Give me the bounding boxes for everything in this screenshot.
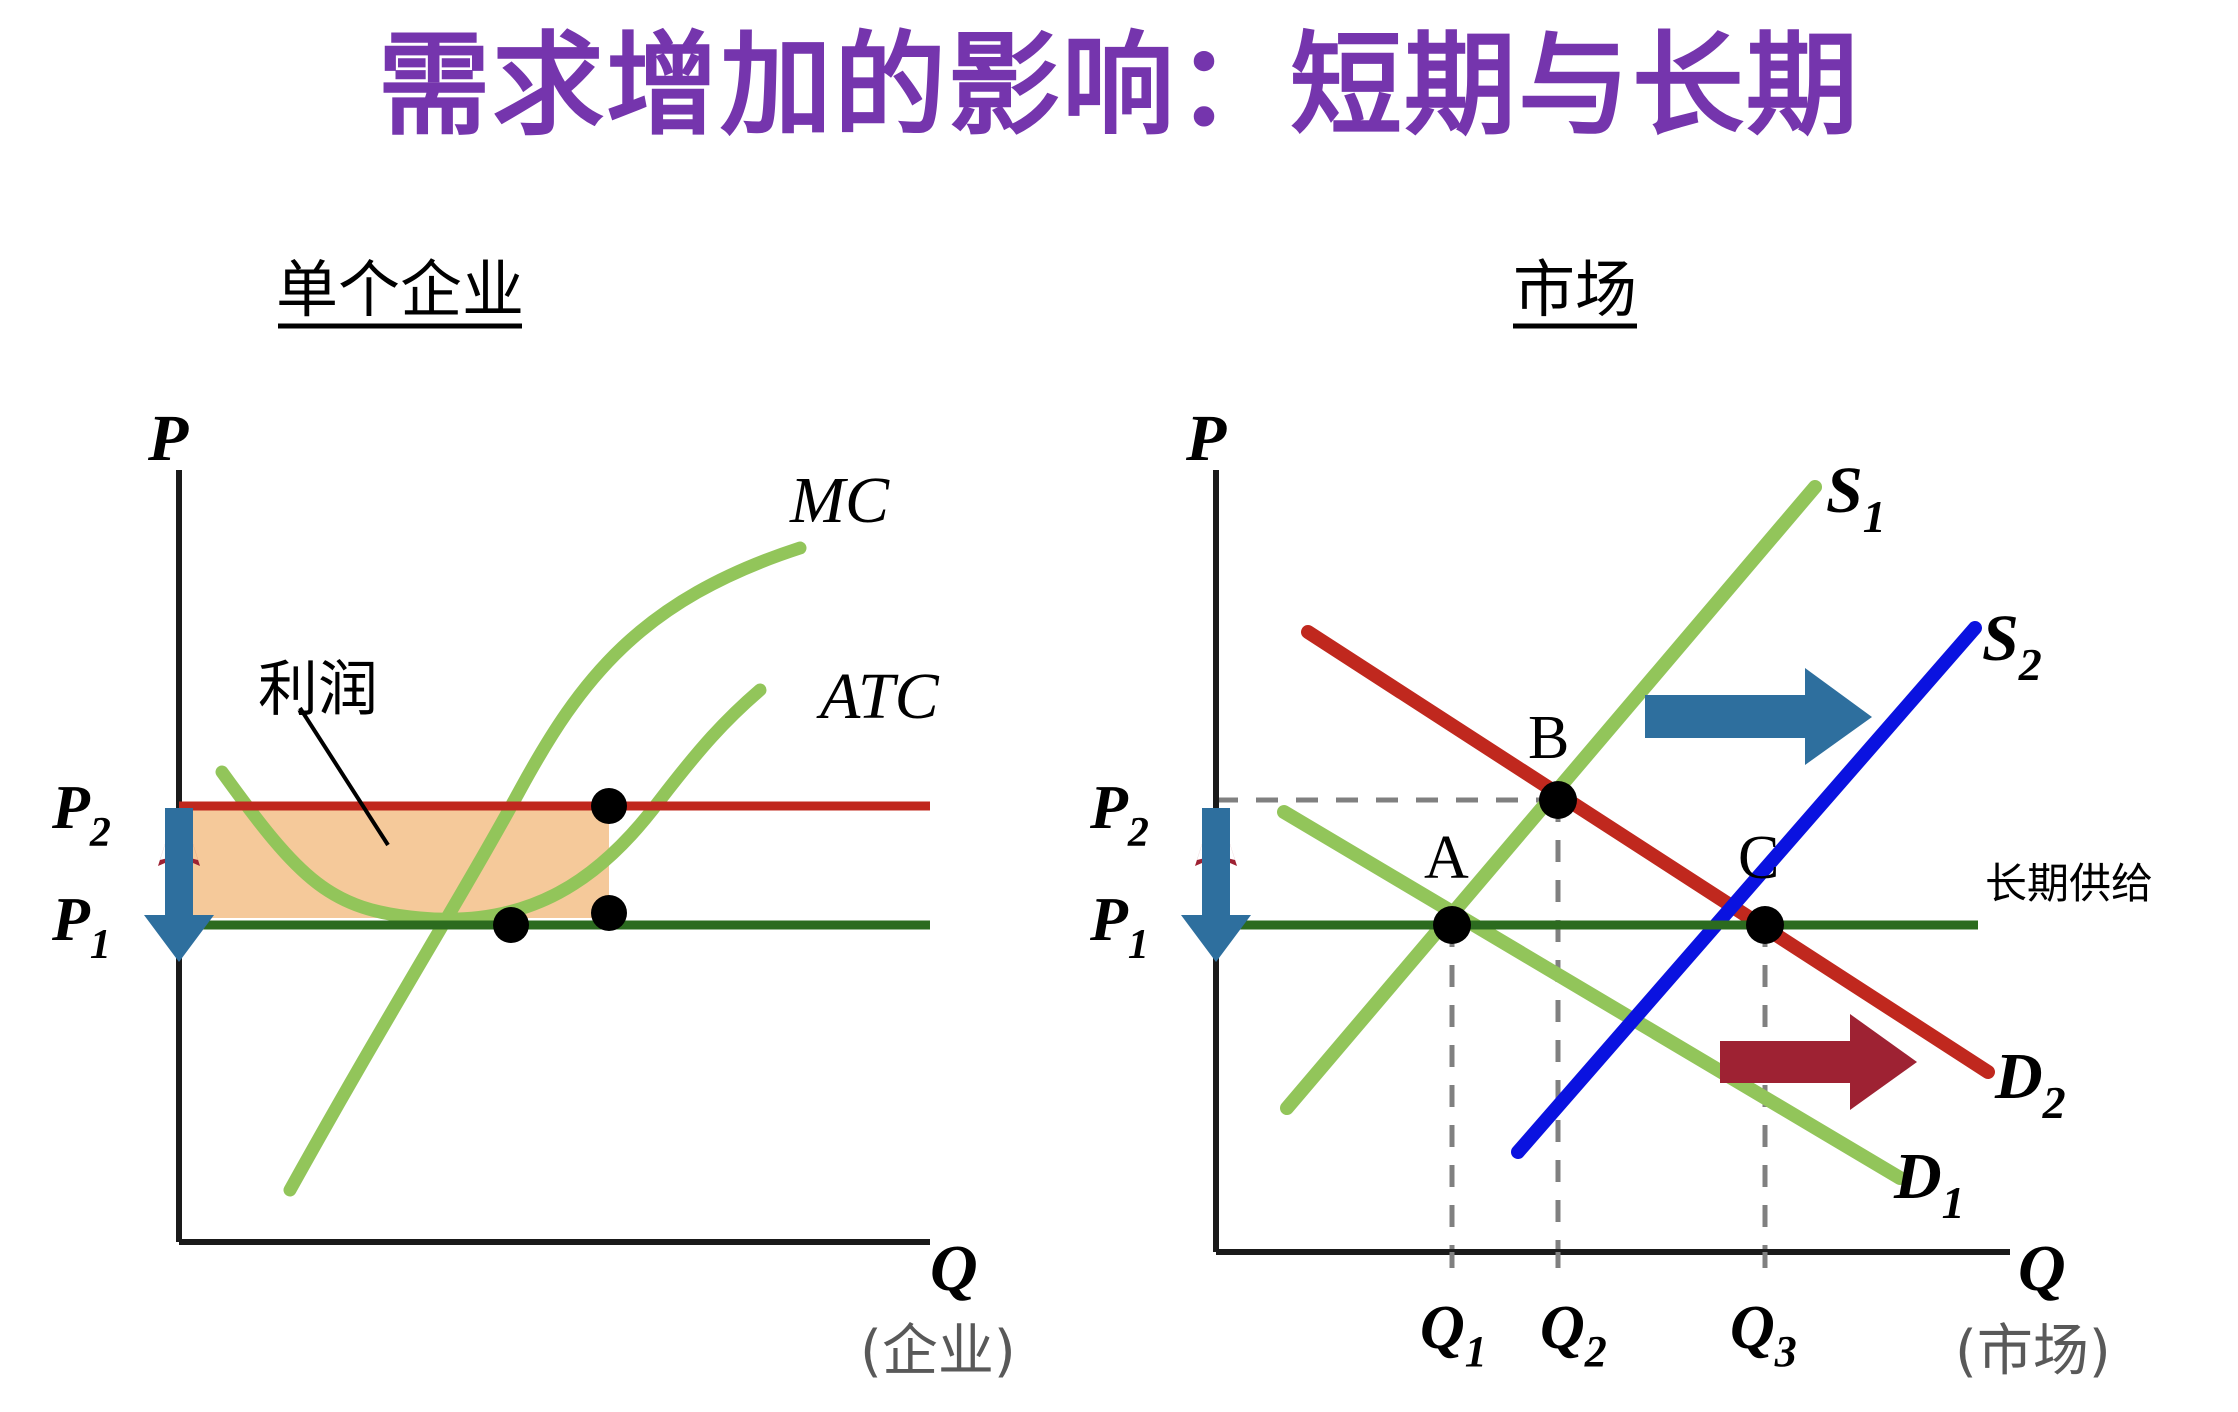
market-price-label-p1: P1	[1089, 886, 1149, 968]
market-panel-title: 市场	[1513, 253, 1637, 326]
firm-point-mc-p1	[493, 907, 529, 943]
market-point-label-c: C	[1738, 824, 1779, 892]
supply-label-s1: S1	[1826, 454, 1886, 542]
atc-curve-label: ATC	[816, 660, 940, 733]
market-point-label-b: B	[1528, 704, 1569, 772]
market-x-axis-label: Q	[2018, 1232, 2066, 1305]
profit-leader-line	[298, 706, 390, 847]
market-panel: 市场 P Q (市场) P2 P1 S1 S2 D1 D2 长期	[1089, 253, 2153, 1384]
firm-point-mc-p2	[591, 788, 627, 824]
profit-label: 利润	[258, 655, 378, 725]
mc-curve-label: MC	[789, 464, 890, 537]
market-y-axis-label: P	[1185, 402, 1227, 475]
page-title: 需求增加的影响：短期与长期	[378, 21, 1860, 151]
market-x-axis-caption: (市场)	[1955, 1319, 2111, 1384]
market-xtick-label-q1: Q1	[1420, 1294, 1487, 1376]
atc-curve	[215, 683, 767, 926]
firm-panel-title: 单个企业	[276, 253, 524, 326]
demand-label-d1: D1	[1893, 1140, 1965, 1228]
demand-label-d2: D2	[1994, 1040, 2066, 1128]
market-xtick-label-q2: Q2	[1540, 1294, 1607, 1376]
firm-x-axis-label: Q	[930, 1232, 978, 1305]
firm-point-atc-min	[591, 895, 627, 931]
firm-x-axis-caption: (企业)	[860, 1319, 1016, 1384]
demand-curve-d2	[1301, 625, 1995, 1079]
supply-curve-s2	[1511, 621, 1982, 1159]
market-xtick-label-q3: Q3	[1730, 1294, 1797, 1376]
market-price-label-p2: P2	[1089, 774, 1149, 856]
supply-label-s2: S2	[1982, 602, 2042, 690]
demand-shift-arrow	[1720, 1014, 1917, 1110]
firm-y-axis-label: P	[147, 402, 189, 475]
firm-panel: 单个企业 P Q (企业) P2 P1 MC ATC 利润	[51, 253, 1016, 1384]
market-point-c	[1746, 906, 1784, 944]
market-point-label-a: A	[1424, 824, 1469, 892]
market-point-a	[1433, 906, 1471, 944]
market-point-b	[1539, 781, 1577, 819]
demand-curve-d1	[1277, 805, 1907, 1185]
firm-price-label-p1: P1	[51, 886, 111, 968]
supply-shift-arrow	[1645, 668, 1872, 765]
mc-curve	[283, 541, 807, 1197]
firm-blue-down-arrow	[144, 808, 214, 962]
market-blue-down-arrow	[1181, 808, 1251, 962]
firm-price-label-p2: P2	[51, 774, 111, 856]
long-run-supply-label: 长期供给	[1985, 859, 2153, 908]
